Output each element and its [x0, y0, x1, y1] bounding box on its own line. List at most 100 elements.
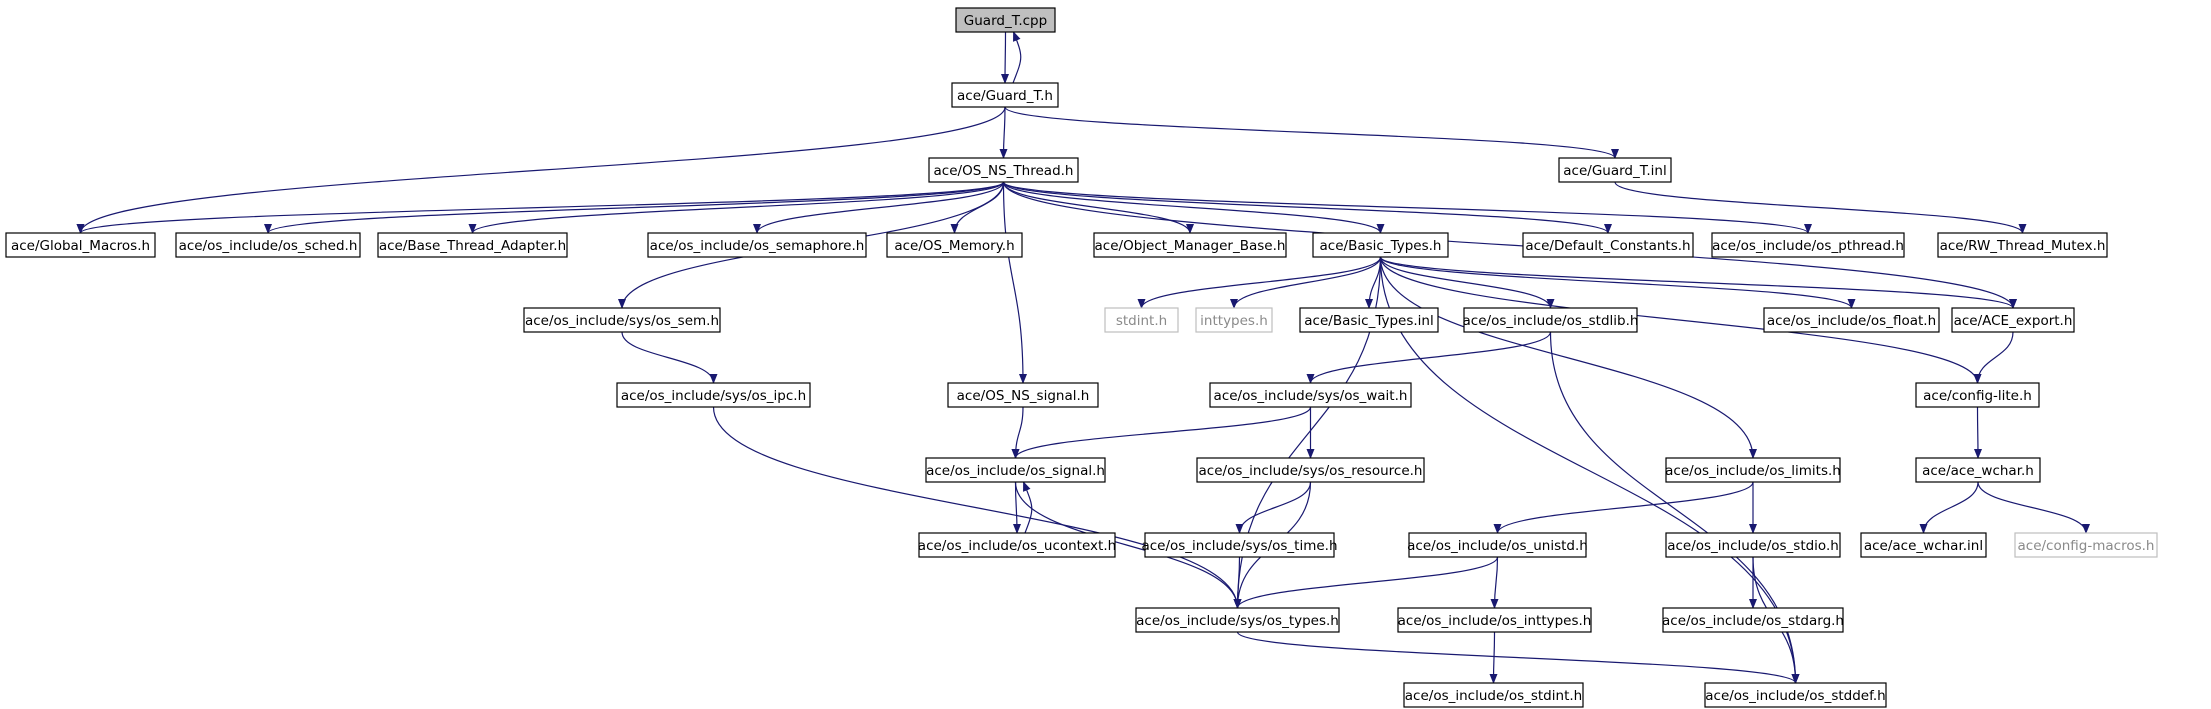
node-box: [1144, 532, 1335, 558]
node-config-macros-h[interactable]: ace/config-macros.h: [2014, 532, 2158, 558]
edge-os_unistd_h-to-os_inttypes_h: [1490, 556, 1499, 609]
node-box: [377, 232, 568, 258]
node-box: [886, 232, 1023, 258]
node-box: [1135, 607, 1340, 633]
node-os-ucontext-h[interactable]: ace/os_include/os_ucontext.h: [918, 532, 1116, 558]
edge-os_ns_thread_h-to-os_semaphore_h: [753, 181, 1005, 234]
node-os-float-h[interactable]: ace/os_include/os_float.h: [1763, 307, 1940, 333]
node-label: ace/OS_NS_Thread.h: [934, 163, 1074, 179]
edge-sys_os_sem_h-to-sys_os_ipc_h: [621, 331, 718, 384]
node-os-stdlib-h[interactable]: ace/os_include/os_stdlib.h: [1463, 307, 1639, 333]
edge-os_unistd_h-to-sys_os_types_h: [1233, 556, 1499, 609]
node-config-lite-h[interactable]: ace/config-lite.h: [1915, 382, 2040, 408]
edge-os_ns_signal_h-to-os_signal_h: [1011, 406, 1024, 459]
node-os-stdint-h[interactable]: ace/os_include/os_stdint.h: [1403, 682, 1584, 708]
node-basic-types-inl[interactable]: ace/Basic_Types.inl: [1299, 307, 1439, 333]
node-os-stddef-h[interactable]: ace/os_include/os_stddef.h: [1704, 682, 1887, 708]
node-box: [1704, 682, 1887, 708]
node-box: [1522, 232, 1694, 258]
edge-os_ns_thread_h-to-os_pthread_h: [1002, 181, 1812, 234]
edge-basic_types_h-to-config_lite_h: [1379, 256, 1982, 384]
node-os-semaphore-h[interactable]: ace/os_include/os_semaphore.h: [647, 232, 867, 258]
edge-guard_t_h-to-global_macros_h: [76, 106, 1006, 234]
node-label: ace/os_include/sys/os_sem.h: [525, 313, 719, 329]
node-base-thread-adapter-h[interactable]: ace/Base_Thread_Adapter.h: [377, 232, 568, 258]
node-ace-wchar-h[interactable]: ace/ace_wchar.h: [1915, 457, 2041, 483]
node-label: ace/os_include/os_signal.h: [926, 463, 1105, 479]
node-global-macros-h[interactable]: ace/Global_Macros.h: [5, 232, 156, 258]
node-os-stdarg-h[interactable]: ace/os_include/os_stdarg.h: [1662, 607, 1844, 633]
node-guard-t-inl[interactable]: ace/Guard_T.inl: [1558, 157, 1672, 183]
node-box: [1662, 607, 1844, 633]
node-label: ace/Guard_T.inl: [1563, 163, 1666, 179]
node-stdint-h[interactable]: stdint.h: [1104, 307, 1179, 333]
node-sys-os-resource-h[interactable]: ace/os_include/sys/os_resource.h: [1196, 457, 1425, 483]
node-box: [647, 232, 867, 258]
edge-os_ns_thread_h-to-object_manager_base_h: [1002, 181, 1194, 234]
edge-sys_os_resource_h-to-sys_os_time_h: [1235, 481, 1312, 534]
node-box: [523, 307, 721, 333]
node-label: ace/os_include/sys/os_wait.h: [1214, 388, 1408, 404]
edge-basic_types_h-to-ace_export_h: [1379, 256, 2017, 309]
node-label: ace/ACE_export.h: [1954, 313, 2073, 329]
node-default-constants-h[interactable]: ace/Default_Constants.h: [1522, 232, 1694, 258]
node-label: ace/os_include/os_sched.h: [179, 238, 358, 254]
node-sys-os-ipc-h[interactable]: ace/os_include/sys/os_ipc.h: [616, 382, 811, 408]
node-label: ace/os_include/os_stddef.h: [1705, 688, 1885, 704]
node-label: ace/os_include/os_unistd.h: [1407, 538, 1588, 554]
node-ace-wchar-inl[interactable]: ace/ace_wchar.inl: [1860, 532, 1987, 558]
node-label: ace/ace_wchar.inl: [1864, 538, 1983, 554]
node-box: [1665, 532, 1841, 558]
node-inttypes-h[interactable]: inttypes.h: [1195, 307, 1273, 333]
node-box: [1558, 157, 1672, 183]
node-os-stdio-h[interactable]: ace/os_include/os_stdio.h: [1665, 532, 1841, 558]
node-label: ace/config-lite.h: [1923, 388, 2032, 404]
node-box: [1463, 307, 1638, 333]
edge-guard_t_inl-to-rw_thread_mutex_h: [1614, 181, 2027, 234]
node-guard-t-h[interactable]: ace/Guard_T.h: [951, 82, 1059, 108]
node-label: ace/os_include/os_pthread.h: [1712, 238, 1904, 254]
node-label: ace/os_include/sys/os_types.h: [1136, 613, 1339, 629]
node-label: ace/ace_wchar.h: [1922, 463, 2034, 479]
node-label: ace/os_include/os_stdarg.h: [1662, 613, 1844, 629]
edge-guard_t_h-to-guard_t_cpp: [1012, 31, 1022, 84]
edge-sys_os_ipc_h-to-sys_os_types_h: [712, 406, 1242, 609]
node-box: [918, 532, 1116, 558]
node-os-unistd-h[interactable]: ace/os_include/os_unistd.h: [1407, 532, 1588, 558]
node-box: [1209, 382, 1412, 408]
node-box: [1951, 307, 2075, 333]
edge-os_ns_thread_h-to-os_sched_h: [264, 181, 1005, 234]
node-sys-os-sem-h[interactable]: ace/os_include/sys/os_sem.h: [523, 307, 721, 333]
node-sys-os-wait-h[interactable]: ace/os_include/sys/os_wait.h: [1209, 382, 1412, 408]
node-guard-t-cpp[interactable]: Guard_T.cpp: [955, 7, 1056, 33]
node-os-signal-h[interactable]: ace/os_include/os_signal.h: [925, 457, 1106, 483]
node-box: [951, 82, 1059, 108]
node-os-pthread-h[interactable]: ace/os_include/os_pthread.h: [1711, 232, 1905, 258]
node-os-ns-signal-h[interactable]: ace/OS_NS_signal.h: [947, 382, 1099, 408]
node-os-limits-h[interactable]: ace/os_include/os_limits.h: [1665, 457, 1841, 483]
node-label: ace/os_include/os_inttypes.h: [1398, 613, 1592, 629]
edge-sys_os_wait_h-to-os_signal_h: [1011, 406, 1312, 459]
node-box: [1915, 382, 2040, 408]
edge-os_ns_thread_h-to-global_macros_h: [76, 181, 1005, 234]
node-box: [1915, 457, 2041, 483]
node-os-memory-h[interactable]: ace/OS_Memory.h: [886, 232, 1023, 258]
node-object-manager-base-h[interactable]: ace/Object_Manager_Base.h: [1093, 232, 1287, 258]
node-box: [616, 382, 811, 408]
node-label: ace/os_include/sys/os_ipc.h: [621, 388, 806, 404]
node-os-ns-thread-h[interactable]: ace/OS_NS_Thread.h: [928, 157, 1079, 183]
node-box: [1299, 307, 1439, 333]
node-basic-types-h[interactable]: ace/Basic_Types.h: [1312, 232, 1449, 258]
node-ace-export-h[interactable]: ace/ACE_export.h: [1951, 307, 2075, 333]
edge-guard_t_h-to-guard_t_inl: [1004, 106, 1619, 159]
node-sys-os-types-h[interactable]: ace/os_include/sys/os_types.h: [1135, 607, 1340, 633]
node-box: [1093, 232, 1287, 258]
node-os-inttypes-h[interactable]: ace/os_include/os_inttypes.h: [1397, 607, 1592, 633]
node-rw-thread-mutex-h[interactable]: ace/RW_Thread_Mutex.h: [1937, 232, 2108, 258]
node-box: [928, 157, 1079, 183]
node-sys-os-time-h[interactable]: ace/os_include/sys/os_time.h: [1141, 532, 1338, 558]
node-label: ace/os_include/os_limits.h: [1665, 463, 1841, 479]
node-os-sched-h[interactable]: ace/os_include/os_sched.h: [175, 232, 361, 258]
node-box: [1196, 457, 1425, 483]
node-label: inttypes.h: [1200, 313, 1268, 329]
